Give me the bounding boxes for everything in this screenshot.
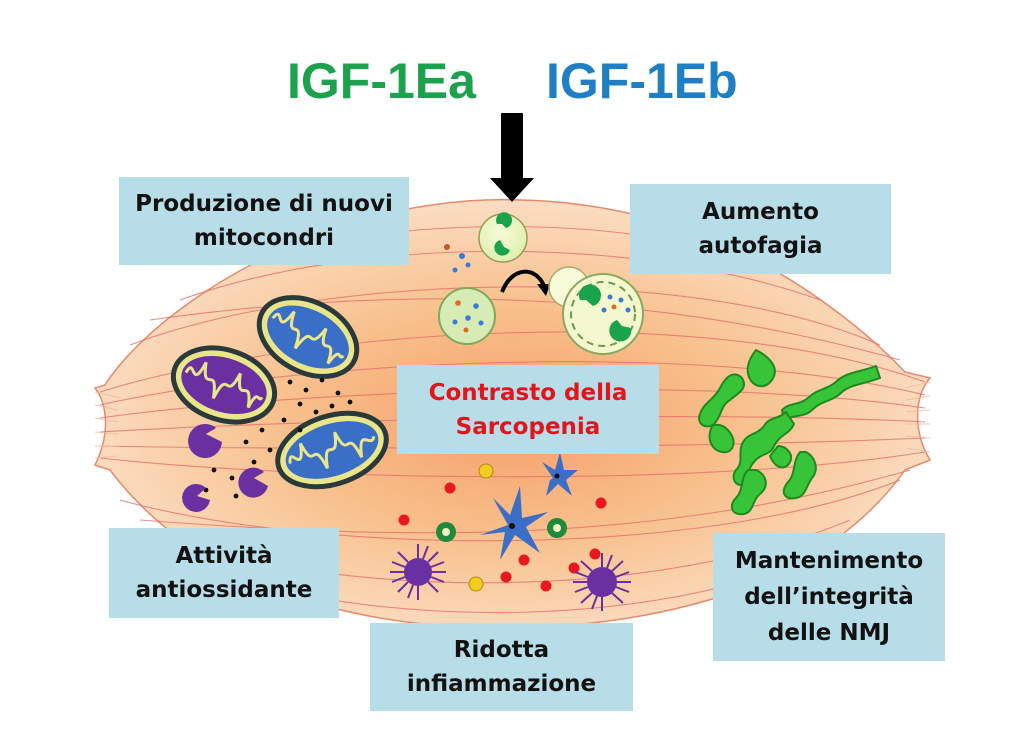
nmj-label: Mantenimento dell’integrità delle NMJ <box>734 548 924 646</box>
mitochondrion-icon <box>275 410 389 490</box>
autophagy-box: Aumento autofagia <box>630 184 891 274</box>
antioxidant-box: Attività antiossidante <box>109 528 339 618</box>
isoform-a-title: IGF-1Ea <box>287 53 476 109</box>
macrophage-icon <box>390 544 631 611</box>
autophagy-label: Aumento autofagia <box>698 199 823 259</box>
isoform-b-title: IGF-1Eb <box>546 53 738 109</box>
antioxidant-label: Attività antiossidante <box>135 543 313 603</box>
mitochondria-box: Produzione di nuovi mitocondri <box>119 177 409 265</box>
nmj-box: Mantenimento dell’integrità delle NMJ <box>713 533 945 661</box>
inflammation-box: Ridotta infiammazione <box>370 623 633 711</box>
macrophage-icon <box>480 452 578 560</box>
autophagosome-icon <box>548 266 644 355</box>
inflammation-label: Ridotta infiammazione <box>406 637 597 697</box>
sarcopenia-box: Contrasto della Sarcopenia <box>397 365 659 454</box>
ros-dots <box>203 377 353 499</box>
free-radical-icon <box>182 423 268 512</box>
vesicle-icon <box>478 212 528 263</box>
sarcopenia-label: Contrasto della Sarcopenia <box>428 379 628 440</box>
mitochondria-label: Produzione di nuovi mitocondri <box>135 191 393 251</box>
down-arrow-icon <box>490 113 534 202</box>
lysosome-icon <box>438 287 496 345</box>
neuromuscular-junction-icon <box>698 349 881 516</box>
free-particles <box>444 244 471 273</box>
mitochondrion-icon <box>170 345 278 425</box>
curved-arrow-icon <box>500 269 550 296</box>
mitochondrion-icon <box>256 295 360 379</box>
immune-cell-icon <box>398 463 607 592</box>
